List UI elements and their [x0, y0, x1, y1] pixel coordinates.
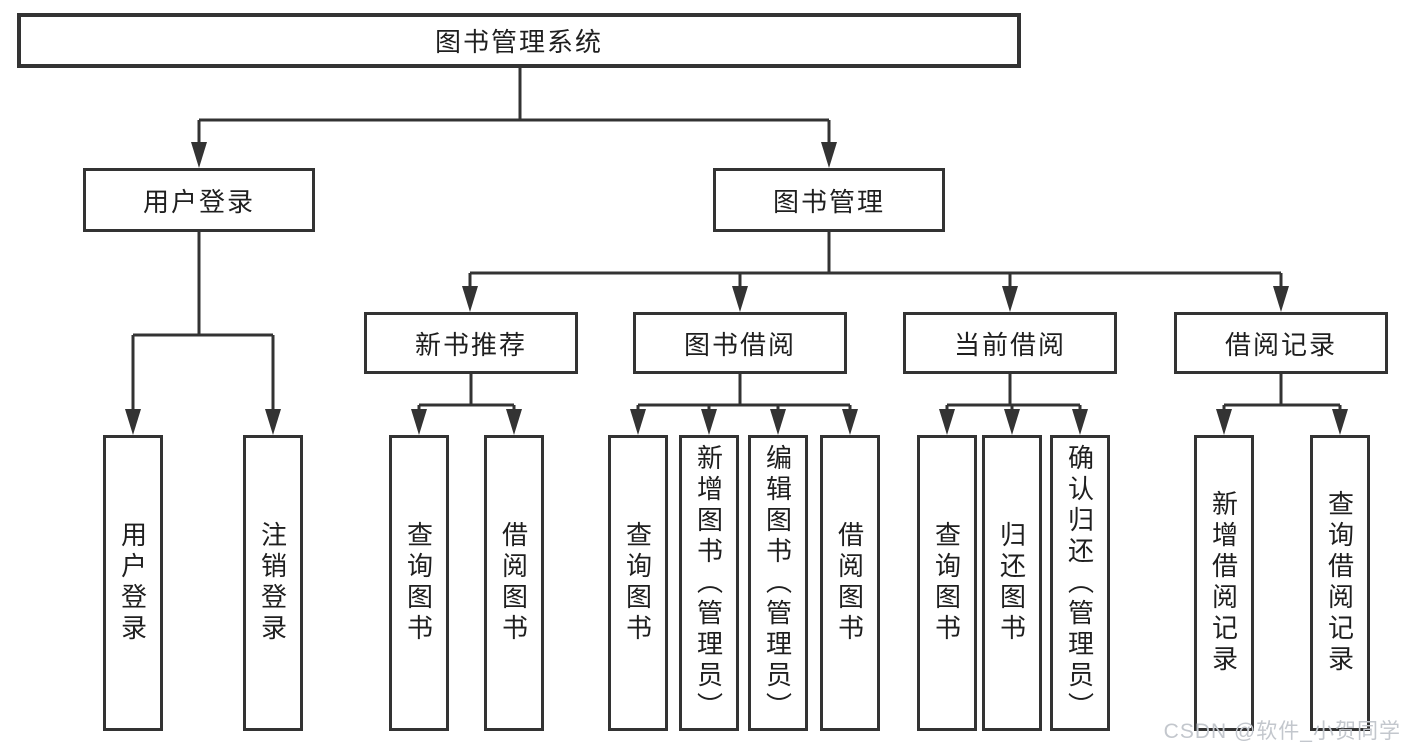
leaf-confirm-return-admin: 确认归还（管理员）	[1050, 435, 1110, 731]
leaf-label: 借阅图书	[498, 521, 529, 645]
branch-new-book-recommend	[411, 374, 522, 435]
branch-book-management	[462, 232, 1289, 312]
arrowhead-icon	[701, 409, 717, 435]
leaf-label: 查询借阅记录	[1324, 490, 1355, 676]
leaf-label: 编辑图书（管理员）	[762, 443, 793, 723]
arrowhead-icon	[1216, 409, 1232, 435]
branch-current-borrow	[939, 374, 1088, 435]
leaf-borrow-books-recommend: 借阅图书	[484, 435, 544, 731]
leaf-label: 查询图书	[622, 521, 653, 645]
leaf-return-books: 归还图书	[982, 435, 1042, 731]
arrowhead-icon	[462, 286, 478, 312]
arrowhead-icon	[842, 409, 858, 435]
branch-book-borrow	[630, 374, 858, 435]
arrowhead-icon	[1004, 409, 1020, 435]
arrowhead-icon	[1273, 286, 1289, 312]
arrowhead-icon	[1072, 409, 1088, 435]
arrowhead-icon	[125, 409, 141, 435]
arrowhead-icon	[630, 409, 646, 435]
node-library-management-system: 图书管理系统	[17, 13, 1021, 68]
branch-root	[191, 68, 837, 168]
leaf-edit-books-admin: 编辑图书（管理员）	[748, 435, 808, 731]
leaf-add-books-admin: 新增图书（管理员）	[679, 435, 739, 731]
arrowhead-icon	[191, 142, 207, 168]
leaf-label: 归还图书	[996, 521, 1027, 645]
leaf-label: 新增图书（管理员）	[693, 443, 724, 723]
arrowhead-icon	[411, 409, 427, 435]
arrowhead-icon	[821, 142, 837, 168]
leaf-label: 注销登录	[257, 521, 288, 645]
branch-borrow-records	[1216, 374, 1348, 435]
leaf-label: 新增借阅记录	[1208, 490, 1239, 676]
arrowhead-icon	[1002, 286, 1018, 312]
node-book-borrow: 图书借阅	[633, 312, 847, 374]
arrowhead-icon	[265, 409, 281, 435]
branch-user-login	[125, 232, 281, 435]
arrowhead-icon	[939, 409, 955, 435]
node-book-management: 图书管理	[713, 168, 945, 232]
arrowhead-icon	[1332, 409, 1348, 435]
leaf-query-borrow-record: 查询借阅记录	[1310, 435, 1370, 731]
leaf-label: 查询图书	[931, 521, 962, 645]
leaf-label: 用户登录	[117, 521, 148, 645]
node-current-borrow: 当前借阅	[903, 312, 1117, 374]
node-user-login: 用户登录	[83, 168, 315, 232]
arrowhead-icon	[732, 286, 748, 312]
watermark: CSDN @软件_小贺同学	[1163, 720, 1401, 743]
leaf-add-borrow-record: 新增借阅记录	[1194, 435, 1254, 731]
leaf-query-books-current: 查询图书	[917, 435, 977, 731]
leaf-logout-login: 注销登录	[243, 435, 303, 731]
leaf-borrow-books: 借阅图书	[820, 435, 880, 731]
leaf-label: 查询图书	[403, 521, 434, 645]
leaf-query-books-borrow: 查询图书	[608, 435, 668, 731]
node-new-book-recommend: 新书推荐	[364, 312, 578, 374]
leaf-query-books-recommend: 查询图书	[389, 435, 449, 731]
arrowhead-icon	[770, 409, 786, 435]
node-borrow-records: 借阅记录	[1174, 312, 1388, 374]
arrowhead-icon	[506, 409, 522, 435]
leaf-label: 确认归还（管理员）	[1064, 443, 1095, 723]
leaf-label: 借阅图书	[834, 521, 865, 645]
leaf-user-login: 用户登录	[103, 435, 163, 731]
